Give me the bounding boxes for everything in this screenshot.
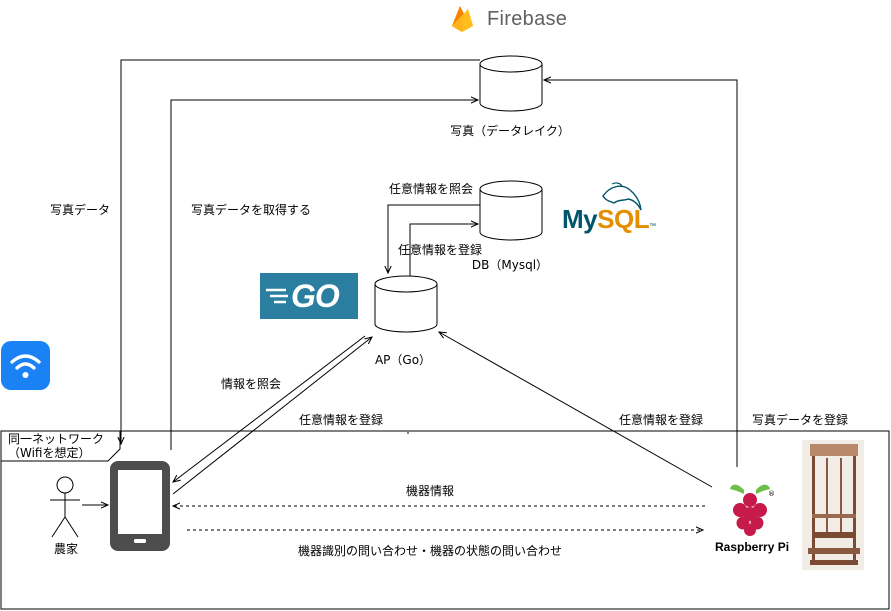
edge-datalake-to-phone xyxy=(121,59,480,444)
mysql-sql-text: SQL xyxy=(597,204,650,234)
edge-phone-to-ap xyxy=(172,337,372,495)
raspberry-pi-logo-icon[interactable] xyxy=(730,484,770,536)
firebase-flame-icon xyxy=(452,6,473,32)
farmer-label: 農家 xyxy=(53,542,79,556)
go-wordmark: GO xyxy=(291,278,340,314)
network-boundary xyxy=(0,430,890,610)
edge-db-to-ap xyxy=(388,204,480,273)
edge-label-register-info: 任意情報を登録 xyxy=(398,243,483,257)
edge-label-phone-register: 任意情報を登録 xyxy=(299,413,384,427)
edge-label-photo-data: 写真データ xyxy=(50,203,111,217)
datalake-cylinder[interactable] xyxy=(479,55,543,112)
network-title: 同一ネットワーク xyxy=(8,432,105,446)
mysql-db-label: DB（Mysql） xyxy=(471,258,549,272)
mysql-dolphin-icon xyxy=(602,182,642,211)
edge-ap-to-phone xyxy=(173,335,366,482)
mysql-my-text: My xyxy=(562,204,598,234)
edge-label-info-query: 情報を照会 xyxy=(221,377,282,391)
raspberry-pi-label: Raspberry Pi xyxy=(715,540,790,554)
ap-go-cylinder[interactable] xyxy=(374,275,438,333)
firebase-wordmark: Firebase xyxy=(487,8,568,30)
go-logo-badge: GO xyxy=(260,273,358,319)
edge-label-get-photo: 写真データを取得する xyxy=(191,203,312,217)
edge-pi-to-datalake xyxy=(544,80,738,467)
network-subtitle: （Wifiを想定） xyxy=(8,446,91,460)
edge-label-query-info: 任意情報を照会 xyxy=(389,182,474,196)
edge-pi-to-ap xyxy=(439,332,713,488)
ap-go-label: AP（Go） xyxy=(374,353,432,367)
edge-phone-to-datalake xyxy=(170,100,478,450)
edge-label-pi-register: 任意情報を登録 xyxy=(619,413,704,427)
smartphone-icon[interactable] xyxy=(110,461,170,551)
wifi-symbol-icon xyxy=(10,354,41,378)
datalake-label: 写真（データレイク） xyxy=(450,124,570,138)
edge-ap-to-db xyxy=(409,224,478,276)
go-speed-lines-icon xyxy=(266,288,288,304)
mysql-db-cylinder[interactable] xyxy=(479,180,543,241)
edge-label-device-info: 機器情報 xyxy=(405,484,455,498)
edge-label-pi-photo-register: 写真データを登録 xyxy=(752,413,849,427)
device-rack-image xyxy=(802,440,864,570)
farmer-actor-icon xyxy=(50,476,80,538)
mysql-tm: ™ xyxy=(649,223,656,230)
edge-label-device-query: 機器識別の問い合わせ・機器の状態の問い合わせ xyxy=(297,544,563,558)
raspberry-pi-registered-mark: ® xyxy=(768,490,775,498)
mysql-wordmark: MySQL™ xyxy=(562,204,656,235)
